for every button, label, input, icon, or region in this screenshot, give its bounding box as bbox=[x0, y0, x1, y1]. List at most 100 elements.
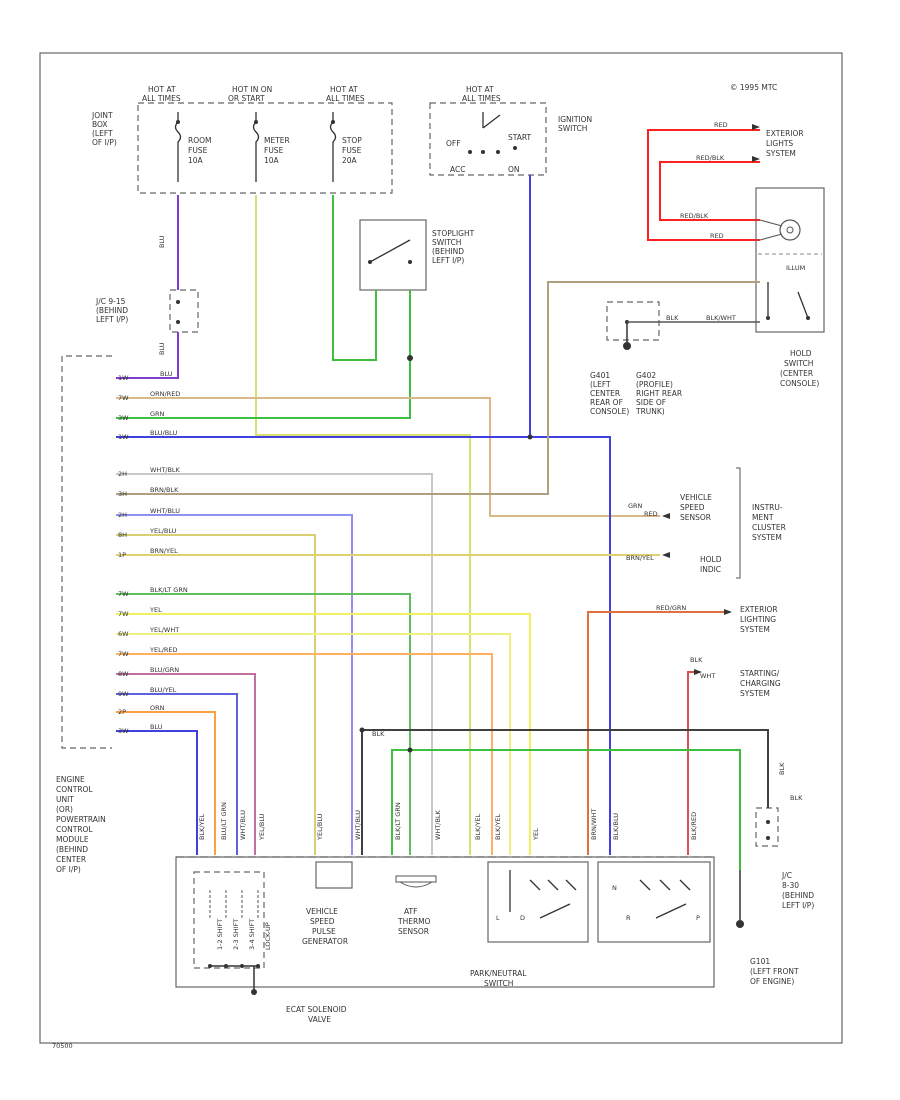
svg-text:BRN/BLK: BRN/BLK bbox=[150, 486, 179, 494]
wire-yel-wht bbox=[116, 633, 511, 855]
svg-text:WHT/BLU: WHT/BLU bbox=[354, 810, 362, 840]
svg-text:BLK/YEL: BLK/YEL bbox=[494, 813, 502, 840]
svg-text:BLU: BLU bbox=[160, 370, 173, 378]
fuse3-hot-label: HOT AT ALL TIMES bbox=[326, 85, 365, 103]
svg-text:YEL/BLU: YEL/BLU bbox=[258, 813, 266, 841]
svg-text:9W: 9W bbox=[118, 690, 129, 698]
svg-text:WHT/BLU: WHT/BLU bbox=[239, 810, 247, 840]
svg-text:BLK/LT GRN: BLK/LT GRN bbox=[394, 802, 402, 840]
svg-text:2H: 2H bbox=[118, 470, 127, 478]
relay-ground-block: BLK BLK/WHT bbox=[606, 301, 760, 350]
wire-blk-blu bbox=[116, 175, 611, 855]
svg-text:P: P bbox=[696, 914, 700, 922]
svg-text:BLU/YEL: BLU/YEL bbox=[150, 686, 177, 694]
svg-text:3W: 3W bbox=[118, 727, 129, 735]
fuse2-hot-label: HOT IN ON OR START bbox=[228, 85, 275, 103]
svg-text:BLK: BLK bbox=[790, 794, 803, 802]
svg-text:1P: 1P bbox=[118, 551, 126, 559]
svg-text:OFF: OFF bbox=[446, 139, 461, 148]
svg-text:ORN/RED: ORN/RED bbox=[150, 390, 180, 398]
svg-text:BRN/WHT: BRN/WHT bbox=[590, 809, 598, 840]
wire-stop-fuse-green bbox=[332, 195, 377, 361]
svg-text:WHT/BLK: WHT/BLK bbox=[150, 466, 181, 474]
svg-text:BLK/WHT: BLK/WHT bbox=[706, 314, 736, 322]
wire-blu-yel bbox=[116, 693, 238, 855]
svg-text:BLK: BLK bbox=[690, 656, 703, 664]
svg-text:3-4 SHIFT: 3-4 SHIFT bbox=[248, 919, 256, 950]
svg-text:2H: 2H bbox=[118, 511, 127, 519]
svg-text:BLU/BLU: BLU/BLU bbox=[150, 429, 177, 437]
svg-text:L: L bbox=[496, 914, 500, 922]
svg-text:ILLUM: ILLUM bbox=[786, 264, 805, 272]
svg-text:3W: 3W bbox=[118, 414, 129, 422]
svg-text:8W: 8W bbox=[118, 670, 129, 678]
wire-blu-grn bbox=[116, 673, 256, 855]
wire-blk-lt-grn bbox=[116, 593, 411, 855]
svg-text:R: R bbox=[626, 914, 631, 922]
svg-text:BLU: BLU bbox=[158, 342, 166, 355]
fuse1-hot-label: HOT AT ALL TIMES bbox=[142, 85, 181, 103]
wire-blu-lower bbox=[116, 730, 198, 855]
svg-text:2-3 SHIFT: 2-3 SHIFT bbox=[232, 919, 240, 950]
wire-orn bbox=[116, 711, 216, 855]
svg-text:YEL/BLU: YEL/BLU bbox=[149, 527, 177, 535]
svg-text:BLK: BLK bbox=[666, 314, 679, 322]
copyright-text: © 1995 MTC bbox=[730, 83, 777, 92]
lower-wires bbox=[116, 593, 769, 870]
junction-dots-upper bbox=[407, 355, 533, 440]
svg-text:BLK/YEL: BLK/YEL bbox=[198, 813, 206, 840]
svg-text:ORN: ORN bbox=[150, 704, 165, 712]
svg-text:YEL/BLU: YEL/BLU bbox=[316, 813, 324, 841]
svg-text:BLK/BLU: BLK/BLU bbox=[612, 813, 620, 840]
svg-text:7W: 7W bbox=[118, 650, 129, 658]
wire-meter-fuse bbox=[255, 195, 471, 855]
wire-grn-stoplight bbox=[116, 290, 411, 419]
svg-text:6W: 6W bbox=[118, 630, 129, 638]
transmission-components: 1-2 SHIFT 2-3 SHIFT 3-4 SHIFT LOCK-UP EC… bbox=[175, 856, 715, 1024]
figure-id: 70500 bbox=[52, 1042, 73, 1050]
svg-text:1W: 1W bbox=[118, 433, 129, 441]
svg-text:8H: 8H bbox=[118, 531, 127, 539]
svg-text:D: D bbox=[520, 914, 525, 922]
svg-text:BLU/LT GRN: BLU/LT GRN bbox=[220, 802, 228, 840]
svg-text:WHT: WHT bbox=[700, 672, 715, 680]
svg-text:2P: 2P bbox=[118, 708, 126, 716]
svg-text:BLU: BLU bbox=[158, 235, 166, 248]
wire-orn-red bbox=[116, 397, 660, 517]
svg-text:1W: 1W bbox=[118, 374, 129, 382]
svg-text:START: START bbox=[508, 133, 532, 142]
junction-dots-lower bbox=[359, 727, 413, 753]
svg-text:RED/BLK: RED/BLK bbox=[680, 212, 709, 220]
wire-wht-blu bbox=[116, 514, 353, 855]
svg-text:GRN: GRN bbox=[628, 502, 643, 510]
diagram-frame bbox=[39, 52, 843, 1044]
svg-text:RED/BLK: RED/BLK bbox=[696, 154, 725, 162]
svg-text:YEL/WHT: YEL/WHT bbox=[149, 626, 179, 634]
wire-red-grn bbox=[587, 611, 730, 855]
